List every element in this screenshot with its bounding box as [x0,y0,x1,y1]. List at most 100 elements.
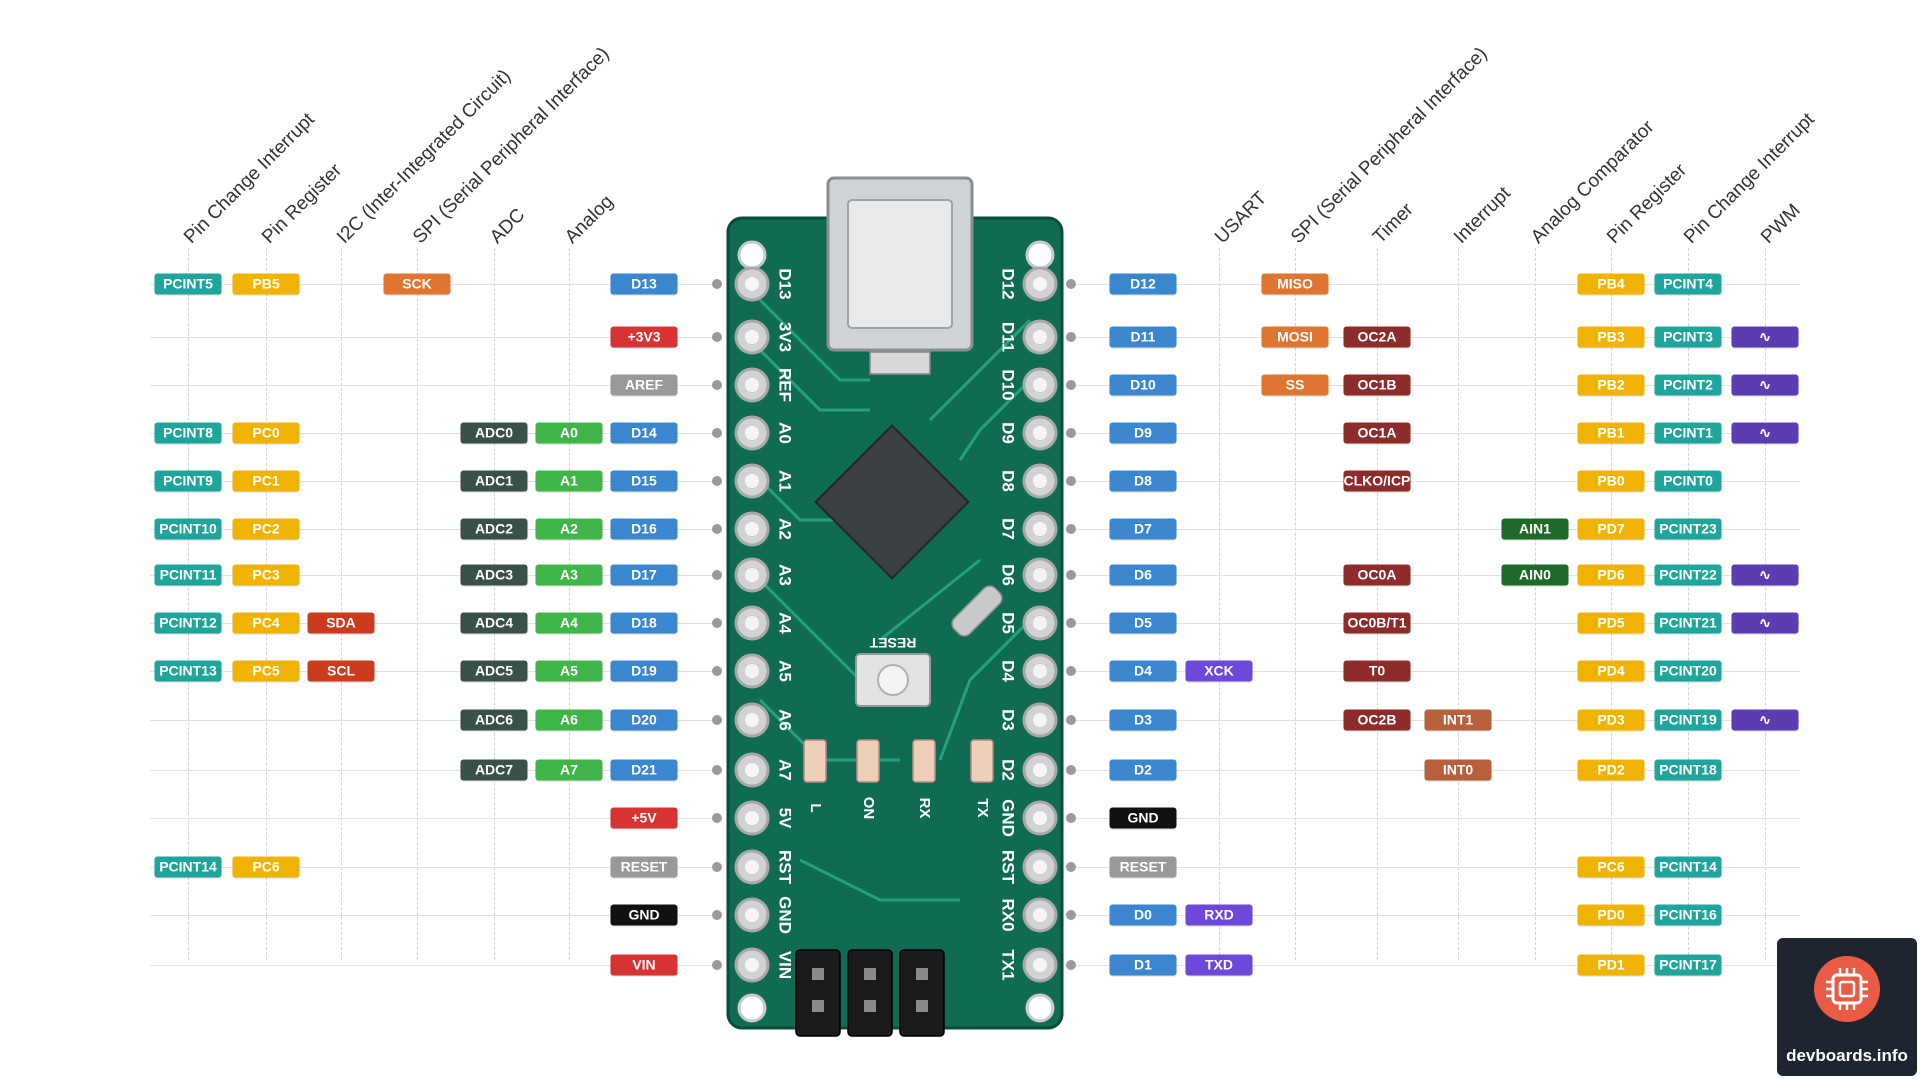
header-pad-hole [1033,568,1047,582]
right-pcint-label: PCINT23 [1654,518,1722,540]
left-row-guide [150,720,717,721]
header-pad-hole [1033,277,1047,291]
icsp-header [795,949,841,1037]
left-analog-label: A4 [535,612,603,634]
left-adc-label: ADC3 [460,564,528,586]
left-pin-dot [712,618,722,628]
left-pin-label: D15 [610,470,678,492]
right-row-guide [1070,433,1800,434]
right-pcint-label: PCINT2 [1654,374,1722,396]
header-pad-hole [745,908,759,922]
right-pin-label: D11 [1109,326,1177,348]
right-usart-label: TXD [1185,954,1253,976]
header-pad-hole [1033,908,1047,922]
led [803,739,827,783]
right-pin-dot [1066,279,1076,289]
left-pin-dot [712,813,722,823]
right-silk-label: D5 [999,612,1018,634]
left-pin-dot [712,862,722,872]
right-pin-label: D6 [1109,564,1177,586]
mounting-hole [1025,240,1055,270]
right-pin-label: D2 [1109,759,1177,781]
header-pad-hole [745,568,759,582]
left-row-guide [150,337,717,338]
pcb-trace [928,318,1032,422]
header-pad-hole [745,713,759,727]
left-silk-label: GND [776,896,795,934]
right-silk-label: D6 [999,564,1018,586]
left-pcint-label: PCINT9 [154,470,222,492]
left-row-guide [150,623,717,624]
right-pin-label: D4 [1109,660,1177,682]
pcb-trace [958,378,1032,461]
right-reg-label: PD3 [1577,709,1645,731]
right-comparator-label: AIN0 [1501,564,1569,586]
left-silk-label: A0 [776,422,795,444]
right-reg-label: PB1 [1577,422,1645,444]
right-column-guide [1458,248,1459,960]
right-reg-label: PD4 [1577,660,1645,682]
right-column-guide [1611,248,1612,960]
header-pad-hole [1033,522,1047,536]
left-analog-label: A7 [535,759,603,781]
led-silk: ON [860,797,877,820]
header-pad-hole [745,664,759,678]
left-row-guide [150,965,717,966]
left-pin-label: D13 [610,273,678,295]
left-row-guide [150,671,717,672]
right-pin-dot [1066,666,1076,676]
pwm-icon: ∿ [1731,374,1799,396]
right-silk-label: D4 [999,660,1018,682]
right-row-guide [1070,671,1800,672]
left-adc-label: ADC4 [460,612,528,634]
right-pcint-label: PCINT19 [1654,709,1722,731]
header-pad-hole [1033,664,1047,678]
left-silk-label: A5 [776,660,795,682]
right-row-guide [1070,575,1800,576]
left-reg-label: PC1 [232,470,300,492]
right-silk-label: D10 [999,369,1018,400]
right-pin-label: D10 [1109,374,1177,396]
left-pcint-label: PCINT8 [154,422,222,444]
icsp-pin [864,968,876,980]
right-comparator-label: AIN1 [1501,518,1569,540]
right-pin-dot [1066,910,1076,920]
icsp-pin [812,968,824,980]
right-interrupt-label: INT1 [1424,709,1492,731]
right-timer-label: OC0B/T1 [1343,612,1411,634]
right-reg-label: PD1 [1577,954,1645,976]
left-reg-label: PC2 [232,518,300,540]
left-pin-label: D17 [610,564,678,586]
left-row-guide [150,529,717,530]
left-pin-label: RESET [610,856,678,878]
right-pin-label: RESET [1109,856,1177,878]
header-pad-hole [1033,474,1047,488]
left-pin-label: D21 [610,759,678,781]
left-silk-label: A4 [776,612,795,634]
left-analog-label: A0 [535,422,603,444]
right-pin-dot [1066,813,1076,823]
led [856,739,880,783]
left-pin-dot [712,279,722,289]
right-reg-label: PD7 [1577,518,1645,540]
right-column-guide [1377,248,1378,960]
right-silk-label: TX1 [999,949,1018,980]
icsp-pin [864,1000,876,1012]
header-pad-hole [745,474,759,488]
left-adc-label: ADC6 [460,709,528,731]
icsp-header [847,949,893,1037]
right-pin-dot [1066,380,1076,390]
pcb-trace [879,558,981,642]
header-pad-hole [745,763,759,777]
right-reg-label: PB0 [1577,470,1645,492]
right-silk-label: D11 [999,322,1018,352]
right-reg-label: PD5 [1577,612,1645,634]
icsp-pin [916,1000,928,1012]
pcb-trace [758,348,870,412]
left-row-guide [150,818,717,819]
left-reg-label: PC6 [232,856,300,878]
right-column-guide [1295,248,1296,960]
header-pad-hole [745,860,759,874]
